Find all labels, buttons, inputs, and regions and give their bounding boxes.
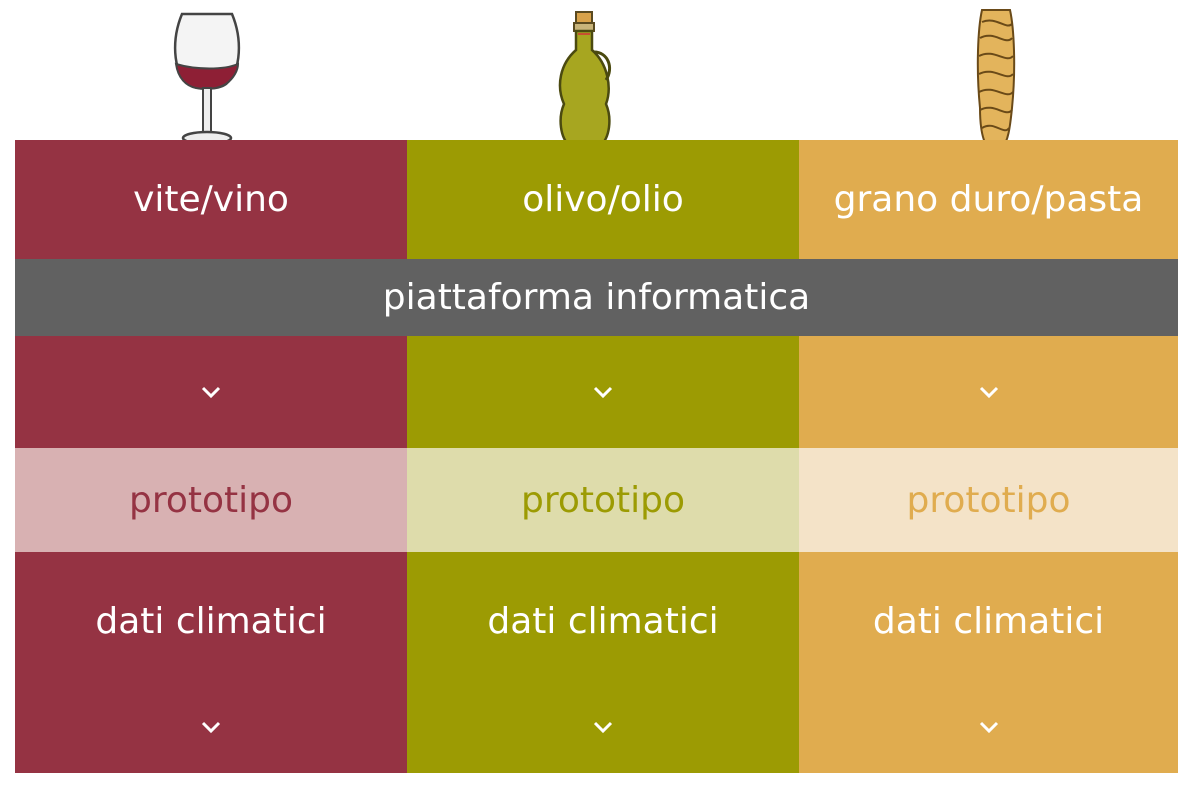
prototype-label-olivo[interactable]: prototipo	[407, 448, 799, 552]
chevron-down-icon	[593, 721, 613, 733]
column-title-grano[interactable]: grano duro/pasta	[799, 140, 1178, 259]
chevron-down-icon	[979, 721, 998, 733]
column-vite-vino: vite/vino prototipo dati climatici	[15, 140, 407, 773]
fusilli-pasta-icon	[966, 8, 1026, 148]
climate-data-label-vite[interactable]: dati climatici	[15, 552, 407, 691]
olive-oil-bottle-icon	[550, 8, 620, 148]
platform-bar[interactable]: piattaforma informatica	[15, 259, 1178, 336]
chevron-down-icon	[979, 386, 998, 399]
climate-data-label-olivo[interactable]: dati climatici	[407, 552, 799, 691]
column-grano-pasta: grano duro/pasta prototipo dati climatic…	[799, 140, 1178, 773]
expand-chevron-vite-bottom[interactable]	[15, 680, 407, 773]
expand-chevron-grano-top[interactable]	[799, 336, 1178, 448]
chevron-down-icon	[201, 386, 221, 399]
prototype-label-vite[interactable]: prototipo	[15, 448, 407, 552]
wine-glass-icon	[166, 8, 248, 148]
climate-data-label-grano[interactable]: dati climatici	[799, 552, 1178, 691]
column-olivo-olio: olivo/olio prototipo dati climatici	[407, 140, 799, 773]
chevron-down-icon	[201, 721, 221, 733]
column-title-olivo[interactable]: olivo/olio	[407, 140, 799, 259]
expand-chevron-olivo-top[interactable]	[407, 336, 799, 448]
expand-chevron-olivo-bottom[interactable]	[407, 680, 799, 773]
column-title-vite[interactable]: vite/vino	[15, 140, 407, 259]
expand-chevron-vite-top[interactable]	[15, 336, 407, 448]
expand-chevron-grano-bottom[interactable]	[799, 680, 1178, 773]
prototype-label-grano[interactable]: prototipo	[799, 448, 1178, 552]
chevron-down-icon	[593, 386, 613, 399]
